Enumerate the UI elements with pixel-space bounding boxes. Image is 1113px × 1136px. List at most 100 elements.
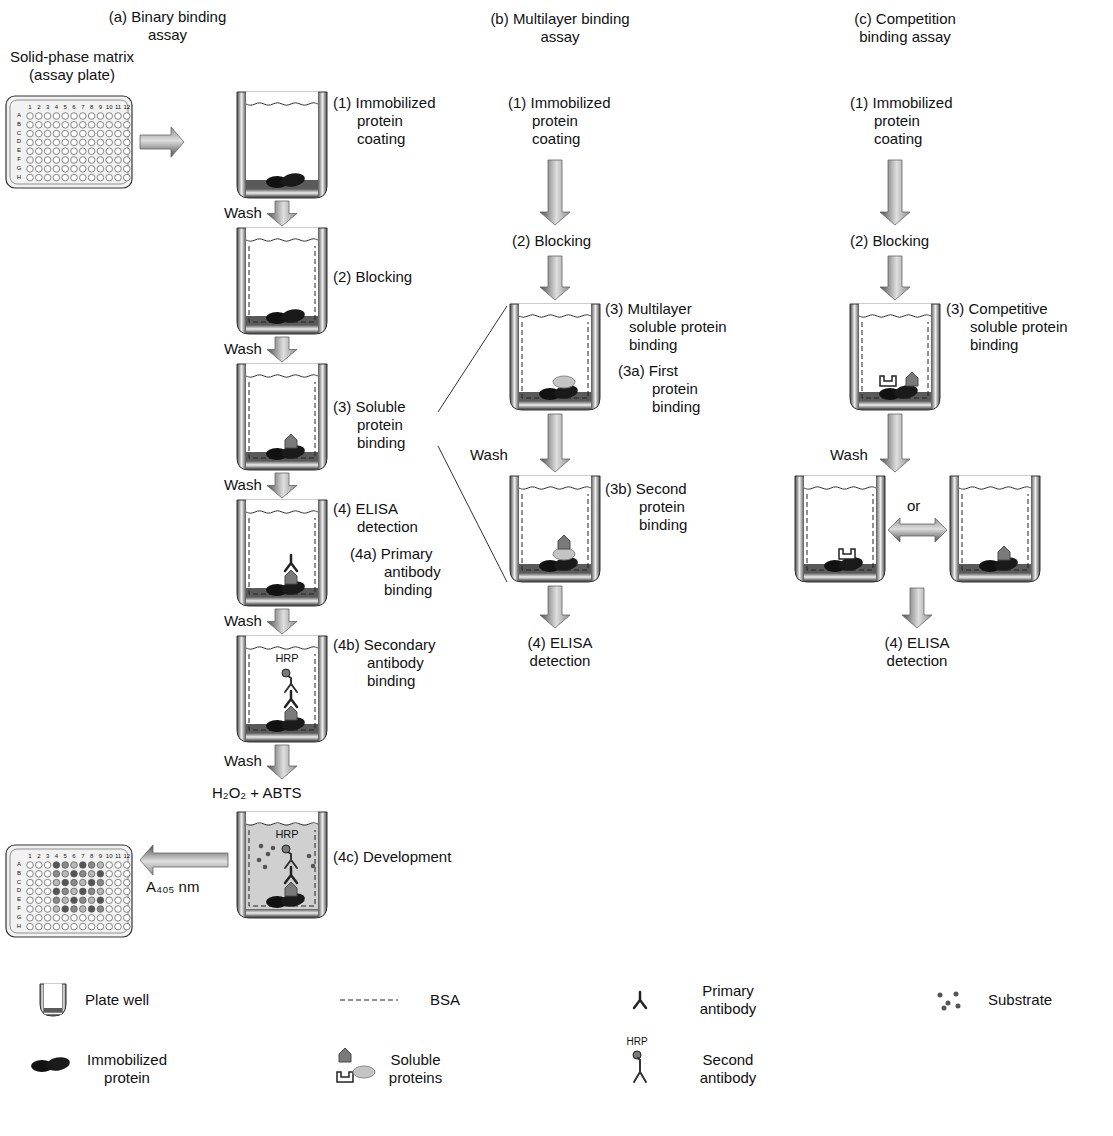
plate-well <box>97 166 104 173</box>
plate-well <box>97 157 104 164</box>
plate-row-letter: F <box>14 156 24 163</box>
plate-well <box>53 888 60 895</box>
plate-well <box>62 122 69 129</box>
plate-row-letter: B <box>14 121 24 128</box>
plate-column-number: 11 <box>113 104 123 111</box>
process-arrow <box>140 127 184 157</box>
legend-icons <box>31 992 961 1083</box>
bsa-layer <box>249 382 315 458</box>
plate-well <box>27 130 34 137</box>
plate-well <box>80 130 87 137</box>
plate-column-number: 3 <box>43 104 53 111</box>
plate-row-letter: D <box>14 138 24 145</box>
plate-column-number: 2 <box>34 853 44 860</box>
plate-well <box>27 862 34 869</box>
plate-well <box>27 174 34 181</box>
plate-well <box>115 113 122 120</box>
second-antibody <box>634 1058 646 1082</box>
competitor-protein <box>880 376 896 386</box>
plate-well <box>27 879 34 886</box>
plate-well <box>44 915 51 922</box>
plate-well <box>80 148 87 155</box>
plate-well <box>124 888 131 895</box>
legend-text: Substrate <box>988 991 1098 1009</box>
first-protein <box>353 1066 375 1078</box>
step-label: (3a) First protein binding <box>618 362 708 416</box>
plate-well <box>62 157 69 164</box>
plate-well <box>80 888 87 895</box>
liquid-surface <box>804 487 876 489</box>
first-protein <box>553 376 575 388</box>
plate-well <box>62 862 69 869</box>
plate-well <box>53 130 60 137</box>
plate-well <box>62 130 69 137</box>
plate-well <box>36 923 43 930</box>
plate-well <box>53 871 60 878</box>
soluble-protein <box>339 1048 351 1062</box>
plate-well <box>62 139 69 146</box>
plate-well <box>115 871 122 878</box>
plate-well <box>80 897 87 904</box>
plate-well <box>44 871 51 878</box>
hrp-enzyme <box>282 669 290 677</box>
process-arrow <box>140 845 228 875</box>
well-bottom <box>44 1012 62 1015</box>
plate-well <box>53 915 60 922</box>
wash-label: Wash <box>224 752 268 770</box>
soluble-protein <box>998 546 1010 560</box>
bracket-line <box>438 306 507 582</box>
plate-well <box>88 888 95 895</box>
plate-well <box>124 157 131 164</box>
plate-well <box>115 879 122 886</box>
plate-well <box>97 174 104 181</box>
plate-row-letter: F <box>14 905 24 912</box>
plate-well <box>115 174 122 181</box>
plate-well <box>124 862 131 869</box>
process-arrow <box>267 609 297 634</box>
legend-text: Plate well <box>85 991 205 1009</box>
assay-plate <box>10 849 128 933</box>
well-bottom <box>804 573 876 581</box>
well-wall <box>237 92 327 198</box>
plate-well <box>53 148 60 155</box>
plate-column-number: 4 <box>51 853 61 860</box>
plate-column-number: 5 <box>60 104 70 111</box>
plate-well <box>124 113 131 120</box>
plate-well <box>71 888 78 895</box>
hrp-enzyme <box>633 1051 641 1059</box>
plate-well <box>106 139 113 146</box>
plate-well <box>115 897 122 904</box>
plate-well <box>62 906 69 913</box>
liquid-surface <box>246 511 318 513</box>
plate-well <box>106 157 113 164</box>
plate-column-number: 7 <box>78 853 88 860</box>
primary-antibody <box>285 555 297 571</box>
plate-well <box>36 871 43 878</box>
well-bottom <box>246 325 318 333</box>
plate-well <box>106 871 113 878</box>
panel-title: (c) Competition binding assay <box>830 10 980 46</box>
process-arrow <box>540 160 570 225</box>
plate-well <box>88 923 95 930</box>
plate-well <box>106 148 113 155</box>
step-label: (4c) Development <box>333 848 483 866</box>
developed-solution <box>246 824 318 909</box>
panel-title: (b) Multilayer binding assay <box>490 10 630 46</box>
assay-plate <box>6 845 132 937</box>
substrate-dot <box>307 854 312 859</box>
step-label: (4) ELISA detection <box>333 500 423 536</box>
liquid-surface <box>246 647 318 649</box>
plate-row-letter: G <box>14 914 24 921</box>
plate-well <box>106 862 113 869</box>
plate-row-letter: C <box>14 879 24 886</box>
plate-column-number: 8 <box>87 853 97 860</box>
plate-well <box>44 897 51 904</box>
or-label: or <box>907 497 931 515</box>
plate-well <box>88 130 95 137</box>
plate-well <box>115 139 122 146</box>
well-bottom <box>246 597 318 605</box>
plate-well <box>80 166 87 173</box>
plate-column-number: 10 <box>104 104 114 111</box>
plate-well <box>124 897 131 904</box>
